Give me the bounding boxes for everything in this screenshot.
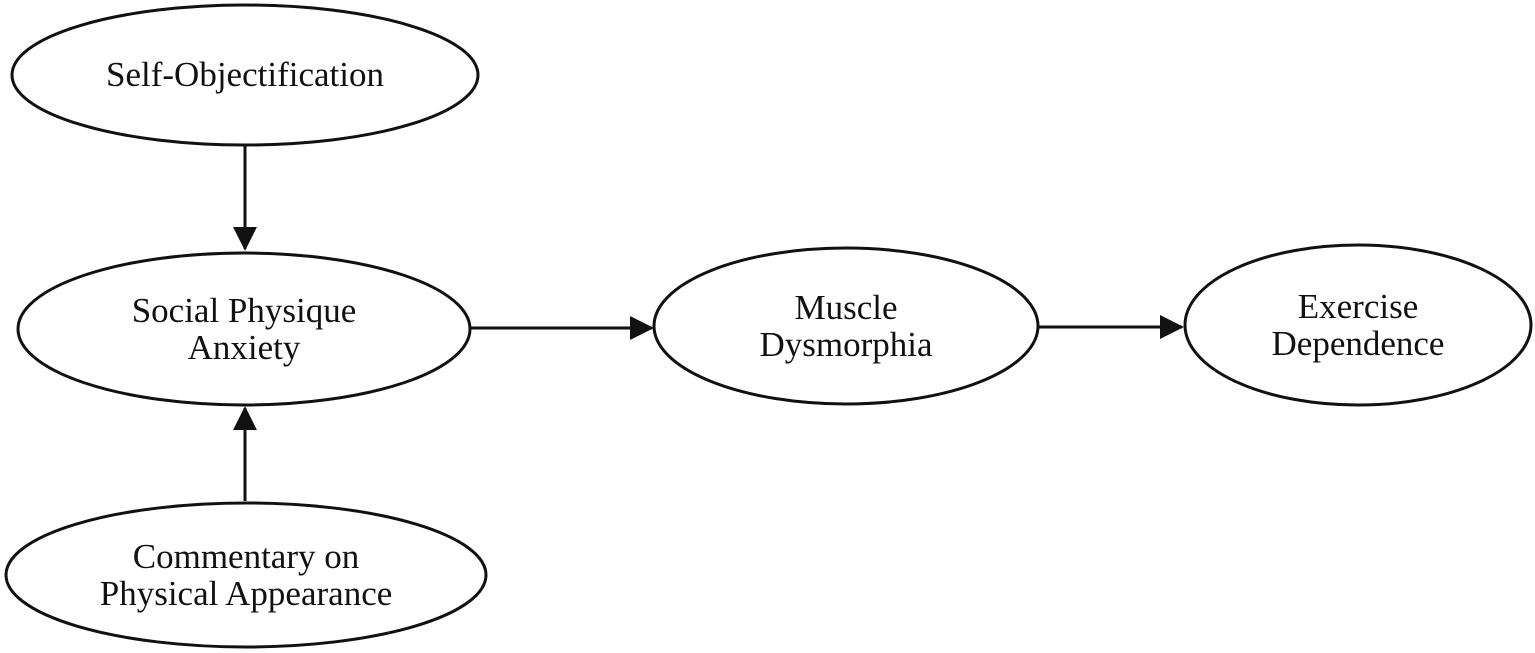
node-ellipse-exercise-dependence [1183,243,1533,407]
node-ellipse-commentary-on-physical-appearance [4,501,488,649]
node-ellipse-self-objectification [10,3,480,147]
node-ellipse-muscle-dysmorphia [652,246,1040,406]
node-ellipse-social-physique-anxiety [16,251,472,407]
